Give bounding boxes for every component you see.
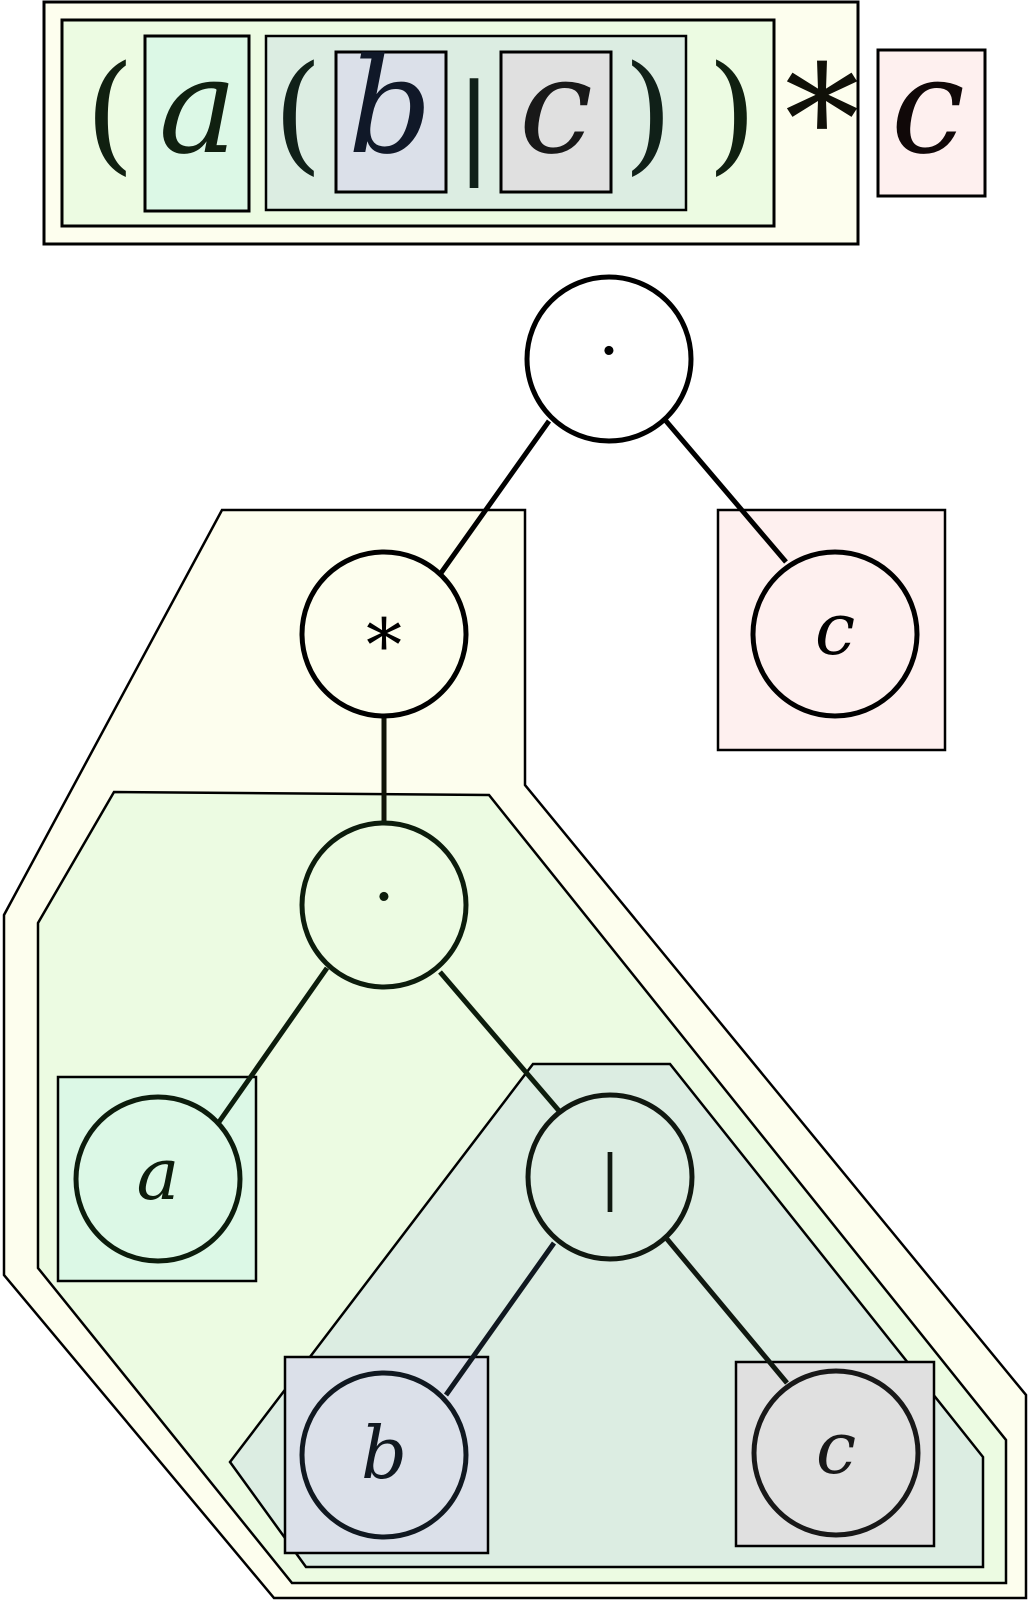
close-paren-inner: ) <box>623 39 673 188</box>
root-concat-node: · <box>524 274 694 444</box>
open-paren-inner: ( <box>273 39 323 188</box>
leaf-c-inner-label: c <box>816 1406 856 1490</box>
concat-node-label: · <box>373 856 395 938</box>
leaf-a-box <box>143 34 251 213</box>
leaf-b-box <box>334 50 448 194</box>
star-node: * <box>299 549 469 719</box>
edge-root-to-c <box>664 419 788 564</box>
root-node-label: · <box>598 310 620 392</box>
edge-concat-to-alt <box>438 970 562 1114</box>
tree-edges <box>216 419 789 1397</box>
leaf-b-node: b <box>299 1370 469 1540</box>
leaf-c-outer-box <box>876 48 987 198</box>
root-node-circle <box>524 274 694 444</box>
expr-symbol-c-outer: c <box>891 30 965 184</box>
edge-alt-to-b <box>443 1241 557 1397</box>
leaf-b-label: b <box>361 1411 407 1495</box>
leaf-b-circle <box>299 1370 469 1540</box>
leaf-c-inner-box <box>499 50 613 194</box>
concat-node: · <box>299 820 469 990</box>
leaf-c-outer-label: c <box>815 587 855 671</box>
star-node-label: * <box>366 603 402 687</box>
expression-row: ( a ( b | c ) ) * c <box>42 0 987 246</box>
edge-alt-to-c <box>665 1237 789 1385</box>
close-paren-outer: ) <box>707 39 757 188</box>
expr-symbol-b: b <box>348 30 433 184</box>
alternation-bar: | <box>455 60 492 188</box>
edge-concat-to-a <box>216 966 330 1124</box>
open-paren-outer: ( <box>85 39 135 188</box>
concat-node-circle <box>299 820 469 990</box>
edge-root-to-star <box>438 419 552 575</box>
leaf-a-circle <box>73 1094 243 1264</box>
alt-node-label: | <box>600 1143 620 1213</box>
alt-node: | <box>525 1092 695 1262</box>
expr-symbol-c-inner: c <box>519 30 593 184</box>
leaf-c-inner-node: c <box>751 1368 921 1538</box>
star-node-circle <box>299 549 469 719</box>
alt-node-circle <box>525 1092 695 1262</box>
tree-nodes: · * c · a | b c <box>73 274 921 1540</box>
expr-symbol-a: a <box>159 30 238 184</box>
leaf-c-outer-circle <box>750 549 920 719</box>
kleene-star: * <box>785 34 860 208</box>
leaf-a-label: a <box>137 1132 180 1216</box>
leaf-a-node: a <box>73 1094 243 1264</box>
leaf-c-outer-node: c <box>750 549 920 719</box>
leaf-c-inner-circle <box>751 1368 921 1538</box>
